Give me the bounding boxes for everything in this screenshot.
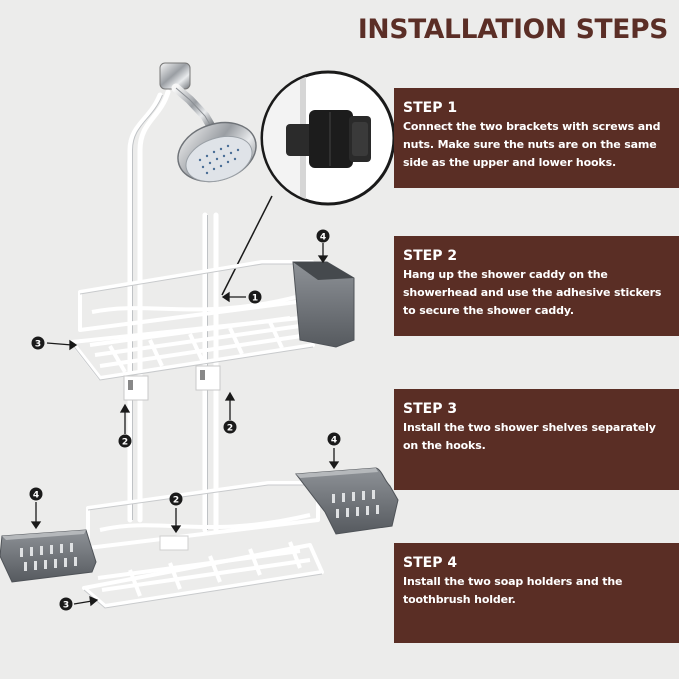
step-text: Connect the two brackets with screws and… bbox=[403, 120, 661, 169]
callout-2: 2 bbox=[173, 496, 179, 506]
callout-4: 4 bbox=[331, 436, 337, 446]
step-card-4: STEP 4 Install the two soap holders and … bbox=[394, 543, 679, 643]
callout-4: 4 bbox=[320, 233, 326, 243]
callout-4: 4 bbox=[33, 491, 39, 501]
step-heading: STEP 1 bbox=[403, 100, 458, 116]
upper-shelf-icon bbox=[70, 260, 315, 380]
step-heading: STEP 4 bbox=[403, 555, 458, 571]
shower-head-icon bbox=[159, 62, 257, 183]
page-title: INSTALLATION STEPS bbox=[357, 14, 668, 45]
soap-holder-icon bbox=[295, 467, 399, 535]
callout-3: 3 bbox=[35, 340, 41, 350]
callout-arrows bbox=[30, 243, 340, 607]
toothbrush-holder-icon bbox=[292, 261, 355, 348]
step-heading: STEP 2 bbox=[403, 248, 458, 264]
step-card-1: STEP 1 Connect the two brackets with scr… bbox=[394, 88, 679, 188]
callout-badges: 4 1 3 2 2 4 2 4 3 bbox=[29, 229, 341, 611]
callout-2: 2 bbox=[227, 424, 233, 434]
callout-3: 3 bbox=[63, 601, 69, 611]
step-text: Install the two shower shelves separatel… bbox=[403, 421, 656, 452]
soap-holder-icon bbox=[0, 529, 97, 583]
callout-1: 1 bbox=[252, 294, 258, 304]
step-text: Install the two soap holders and the too… bbox=[403, 575, 623, 606]
step-heading: STEP 3 bbox=[403, 401, 458, 417]
callout-2: 2 bbox=[122, 438, 128, 448]
step-card-2: STEP 2 Hang up the shower caddy on the s… bbox=[394, 236, 679, 336]
step-text: Hang up the shower caddy on the showerhe… bbox=[403, 268, 662, 317]
step-card-3: STEP 3 Install the two shower shelves se… bbox=[394, 389, 679, 490]
